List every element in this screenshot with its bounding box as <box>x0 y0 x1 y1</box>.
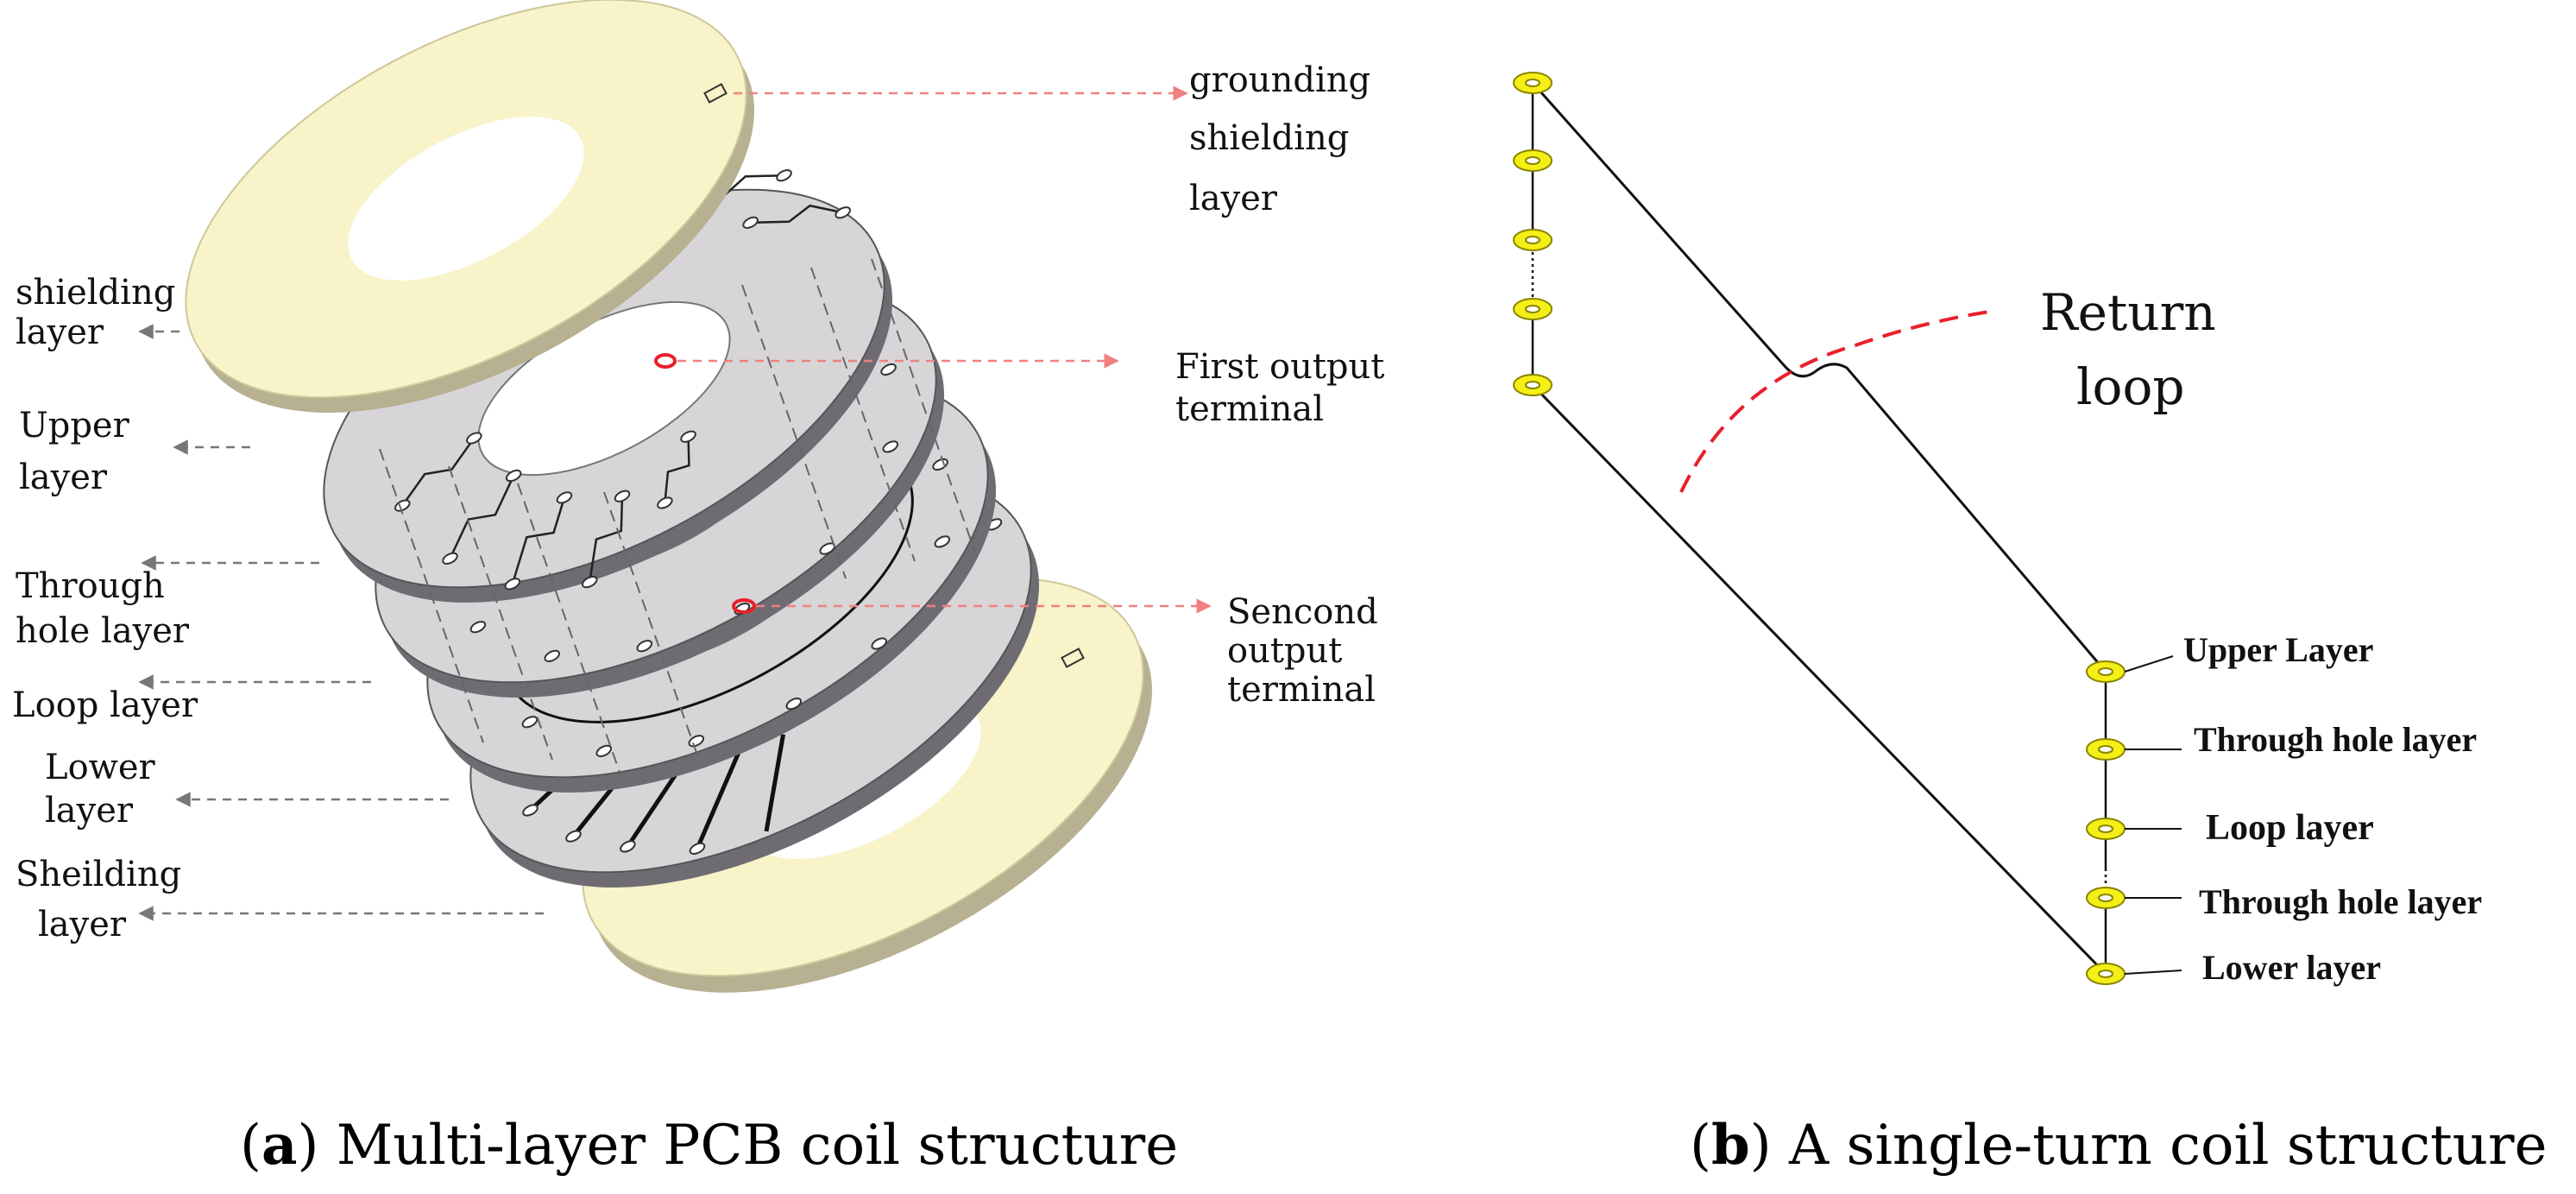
pad-right-through1 <box>2086 738 2126 761</box>
via-dashed-lines <box>379 258 976 778</box>
return-loop-label-line1: Return <box>2040 283 2216 342</box>
caption-a-text: Multi-layer PCB coil structure <box>318 1114 1178 1178</box>
pad-left-4 <box>1513 298 1553 320</box>
pad-left-1 <box>1513 72 1553 94</box>
caption-a-letter: a <box>261 1113 297 1178</box>
layer-label-lower: Lower layer <box>2202 948 2381 987</box>
return-loop-arc <box>1679 309 1996 493</box>
label-shielding-line2: layer <box>16 313 104 352</box>
pad-right-through2 <box>2086 887 2126 909</box>
caption-a: (a) Multi-layer PCB coil structure <box>240 1113 1178 1178</box>
label-second-output-line3: terminal <box>1227 670 1376 710</box>
layer-label-through-1: Through hole layer <box>2194 720 2477 759</box>
label-second-output-line2: output <box>1227 631 1342 671</box>
lower-trace <box>1531 383 2107 976</box>
layer-label-loop: Loop layer <box>2206 808 2374 848</box>
left-pads <box>1513 72 1553 396</box>
caption-b: (b) A single-turn coil structure <box>1690 1113 2547 1178</box>
pad-right-loop <box>2086 818 2126 840</box>
label-through-line2: hole layer <box>16 611 190 651</box>
caption-b-text: A single-turn coil structure <box>1772 1114 2548 1178</box>
label-lower-line2: layer <box>45 791 134 831</box>
panel-a-exploded-view: grounding shielding layer First output t… <box>12 0 1384 993</box>
caption-b-letter: b <box>1711 1113 1750 1178</box>
pad-right-lower <box>2086 963 2126 985</box>
label-first-output-line2: terminal <box>1175 389 1324 429</box>
upper-trace <box>1531 82 2107 673</box>
label-second-output-line1: Sencond <box>1227 592 1378 632</box>
layer-label-upper: Upper Layer <box>2183 630 2373 669</box>
layer-label-ticks <box>2124 655 2182 975</box>
first-output-terminal-marker <box>654 353 677 369</box>
pad-right-upper <box>2086 660 2126 683</box>
label-sheilding-line2: layer <box>38 905 127 944</box>
label-grounding-line2: shielding <box>1189 118 1349 158</box>
gray-leader-lines <box>138 324 544 921</box>
label-grounding-line1: grounding <box>1189 60 1370 100</box>
right-pads <box>2086 660 2126 985</box>
return-loop-label-line2: loop <box>2076 357 2185 416</box>
label-through-line1: Through <box>16 566 165 606</box>
top-shielding-disc <box>185 0 755 413</box>
layer-label-through-2: Through hole layer <box>2199 882 2482 921</box>
bottom-shield-tab <box>1061 648 1085 668</box>
second-output-terminal-marker <box>732 598 756 614</box>
pad-left-3 <box>1513 229 1553 251</box>
label-lower-line1: Lower <box>45 748 156 787</box>
label-upper-line1: Upper <box>19 406 130 445</box>
label-sheilding-line1: Sheilding <box>16 855 181 894</box>
label-shielding-line1: shielding <box>16 273 175 313</box>
pad-left-2 <box>1513 149 1553 172</box>
label-upper-line2: layer <box>19 458 108 497</box>
label-grounding-line3: layer <box>1189 179 1278 218</box>
top-shield-tab <box>703 83 727 104</box>
pad-left-5 <box>1513 374 1553 396</box>
red-leader-lines <box>677 85 1212 614</box>
label-first-output-line1: First output <box>1175 347 1384 387</box>
label-loop: Loop layer <box>12 685 198 725</box>
panel-b-single-turn: Upper Layer Through hole layer Loop laye… <box>1513 72 2482 987</box>
